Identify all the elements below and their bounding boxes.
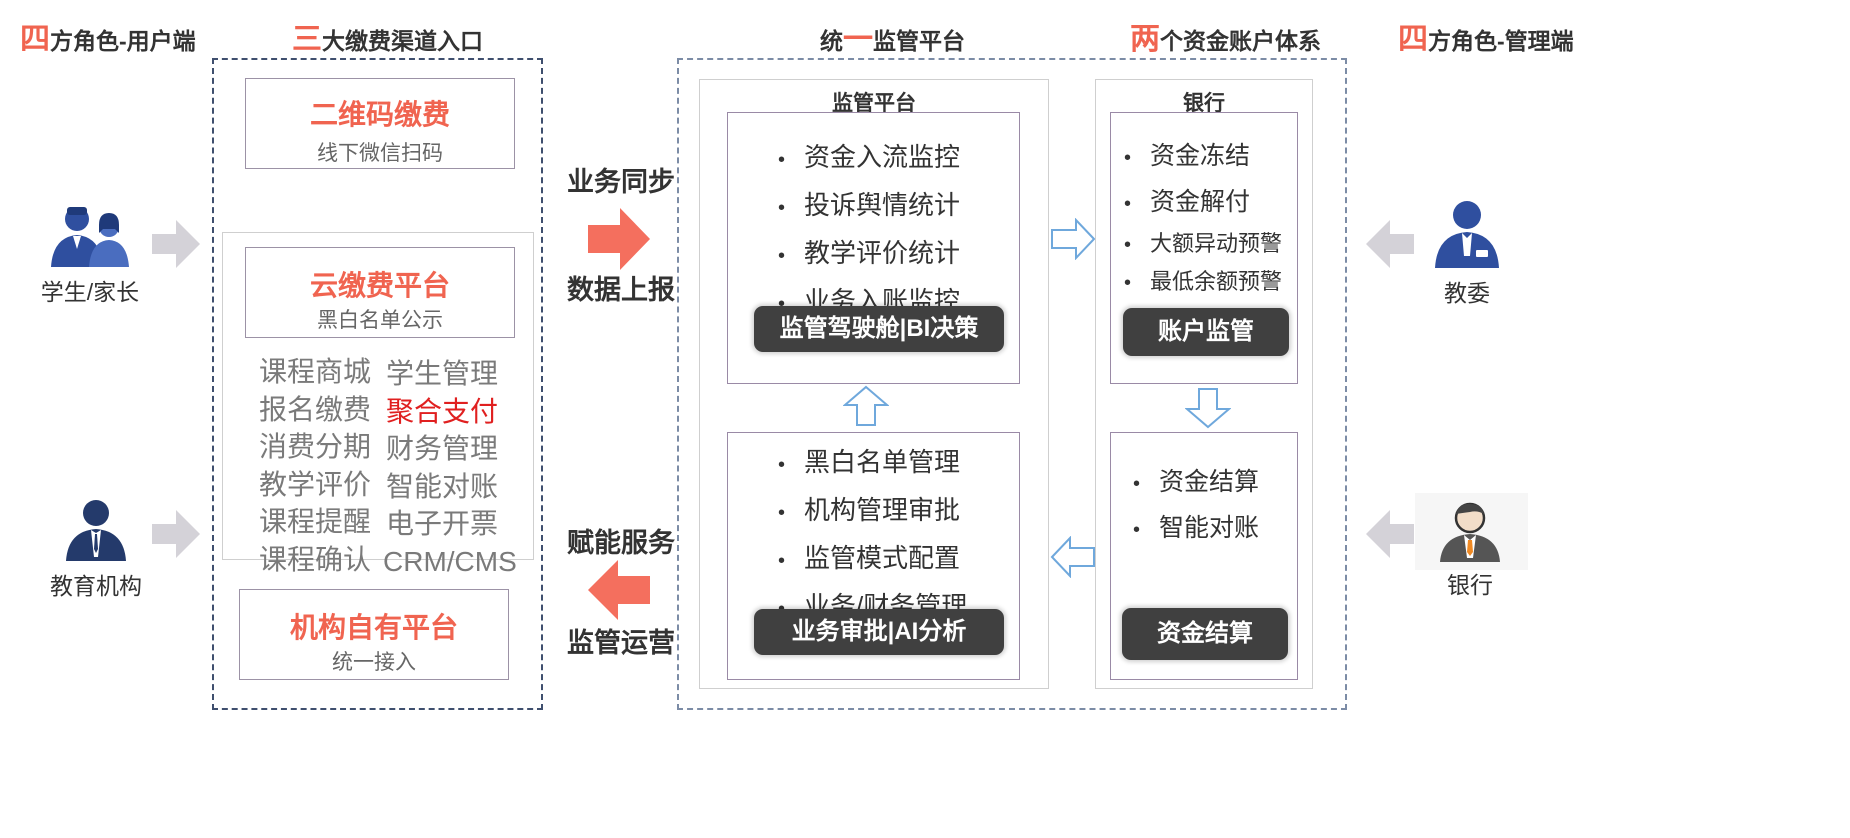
header-accounts: 两个资金账户体系: [1130, 23, 1321, 56]
role-label: 银行: [1447, 572, 1493, 598]
bullet-item: 机构管理审批: [778, 486, 967, 534]
bullet-item: 最低余额预警: [1124, 263, 1282, 301]
feature-item: 教学评价: [259, 468, 372, 500]
channel-subtitle: 线下微信扫码: [317, 142, 443, 165]
flow-label: 业务同步: [567, 167, 675, 197]
bullet-item: 资金解付: [1124, 179, 1282, 225]
hollow-arrow-left-icon: [1050, 536, 1095, 578]
feature-item: 课程确认: [259, 543, 372, 575]
bank-person-icon: [1410, 500, 1530, 562]
hollow-arrow-right-icon: [1051, 218, 1096, 260]
flow-label: 数据上报: [567, 275, 675, 305]
bank-top-list: 资金冻结 资金解付 大额异动预警 最低余额预警: [1124, 133, 1282, 301]
cloud-features-right: 学生管理 聚合支付 财务管理 智能对账 电子开票 CRM/CMS: [383, 355, 517, 580]
role-label: 教委: [1444, 280, 1490, 306]
role-label: 学生/家长: [40, 279, 140, 305]
bullet-item: 监管模式配置: [778, 534, 967, 582]
institution-person-icon: [36, 497, 156, 561]
channel-qr-card: 二维码缴费 线下微信扫码: [245, 78, 515, 169]
bullet-item: 资金结算: [1133, 459, 1259, 505]
regulator-top-list: 资金入流监控 投诉舆情统计 教学评价统计 业务入账监控: [778, 133, 960, 325]
bullet-item: 投诉舆情统计: [778, 181, 960, 229]
flow-label: 监管运营: [567, 628, 675, 658]
flow-label: 赋能服务: [567, 528, 675, 558]
platform-container: [677, 58, 1347, 710]
role-education-bureau: 教委: [1407, 198, 1527, 308]
header-channels: 三大缴费渠道入口: [292, 23, 483, 56]
feature-item: 课程商城: [259, 356, 372, 387]
red-arrow-right-icon: [588, 208, 650, 270]
bullet-item: 教学评价统计: [778, 229, 960, 277]
gray-arrow-right-icon: [152, 220, 200, 268]
hollow-arrow-up-icon: [843, 385, 889, 426]
bank-bottom-list: 资金结算 智能对账: [1133, 459, 1259, 551]
channel-subtitle: 统一接入: [332, 651, 416, 674]
hollow-arrow-down-icon: [1185, 388, 1231, 429]
users-icon: [30, 203, 150, 267]
regulator-title: 监管平台: [832, 92, 916, 115]
channel-cloud-card: 云缴费平台 黑白名单公示: [245, 247, 515, 338]
channel-title: 云缴费平台: [309, 270, 450, 301]
role-institution: 教育机构: [36, 497, 156, 601]
bullet-item: 大额异动预警: [1124, 225, 1282, 263]
role-label: 教育机构: [50, 573, 142, 599]
channel-own-card: 机构自有平台 统一接入: [239, 589, 509, 680]
fund-settlement-button[interactable]: 资金结算: [1122, 608, 1288, 660]
channel-title: 二维码缴费: [309, 99, 450, 130]
official-person-icon: [1407, 198, 1527, 268]
bullet-item: 资金入流监控: [778, 133, 960, 181]
channel-title: 机构自有平台: [289, 612, 458, 643]
ai-analysis-button[interactable]: 业务审批|AI分析: [754, 609, 1004, 655]
feature-item: 报名缴费: [259, 393, 372, 425]
red-arrow-left-icon: [588, 560, 650, 620]
feature-item: 智能对账: [385, 470, 498, 502]
cloud-features-left: 课程商城 报名缴费 消费分期 教学评价 课程提醒 课程确认: [259, 353, 371, 578]
feature-item: 电子开票: [385, 508, 498, 539]
bi-decision-button[interactable]: 监管驾驶舱|BI决策: [754, 306, 1004, 352]
gray-arrow-left-icon: [1366, 220, 1414, 268]
gray-arrow-right-icon: [152, 510, 200, 558]
role-bank: 银行: [1410, 500, 1530, 600]
feature-item: 财务管理: [385, 433, 498, 464]
bullet-item: 黑白名单管理: [778, 438, 967, 486]
header-user-roles: 四方角色-用户端: [20, 23, 196, 56]
regulator-bottom-list: 黑白名单管理 机构管理审批 监管模式配置 业务/财务管理: [778, 438, 967, 630]
bank-title: 银行: [1183, 92, 1225, 115]
header-platform: 统一监管平台: [820, 23, 965, 56]
account-supervision-button[interactable]: 账户监管: [1123, 308, 1289, 356]
feature-item: 消费分期: [259, 431, 372, 462]
channels-container: [212, 58, 543, 710]
feature-item: CRM/CMS: [383, 545, 517, 577]
role-student-parent: 学生/家长: [30, 203, 150, 307]
header-admin-roles: 四方角色-管理端: [1398, 23, 1574, 56]
feature-item: 学生管理: [385, 358, 498, 389]
channel-subtitle: 黑白名单公示: [317, 309, 443, 332]
feature-item-highlight: 聚合支付: [385, 395, 498, 427]
bullet-item: 资金冻结: [1124, 133, 1282, 179]
bullet-item: 智能对账: [1133, 505, 1259, 551]
feature-item: 课程提醒: [259, 506, 372, 537]
gray-arrow-left-icon: [1366, 510, 1414, 558]
